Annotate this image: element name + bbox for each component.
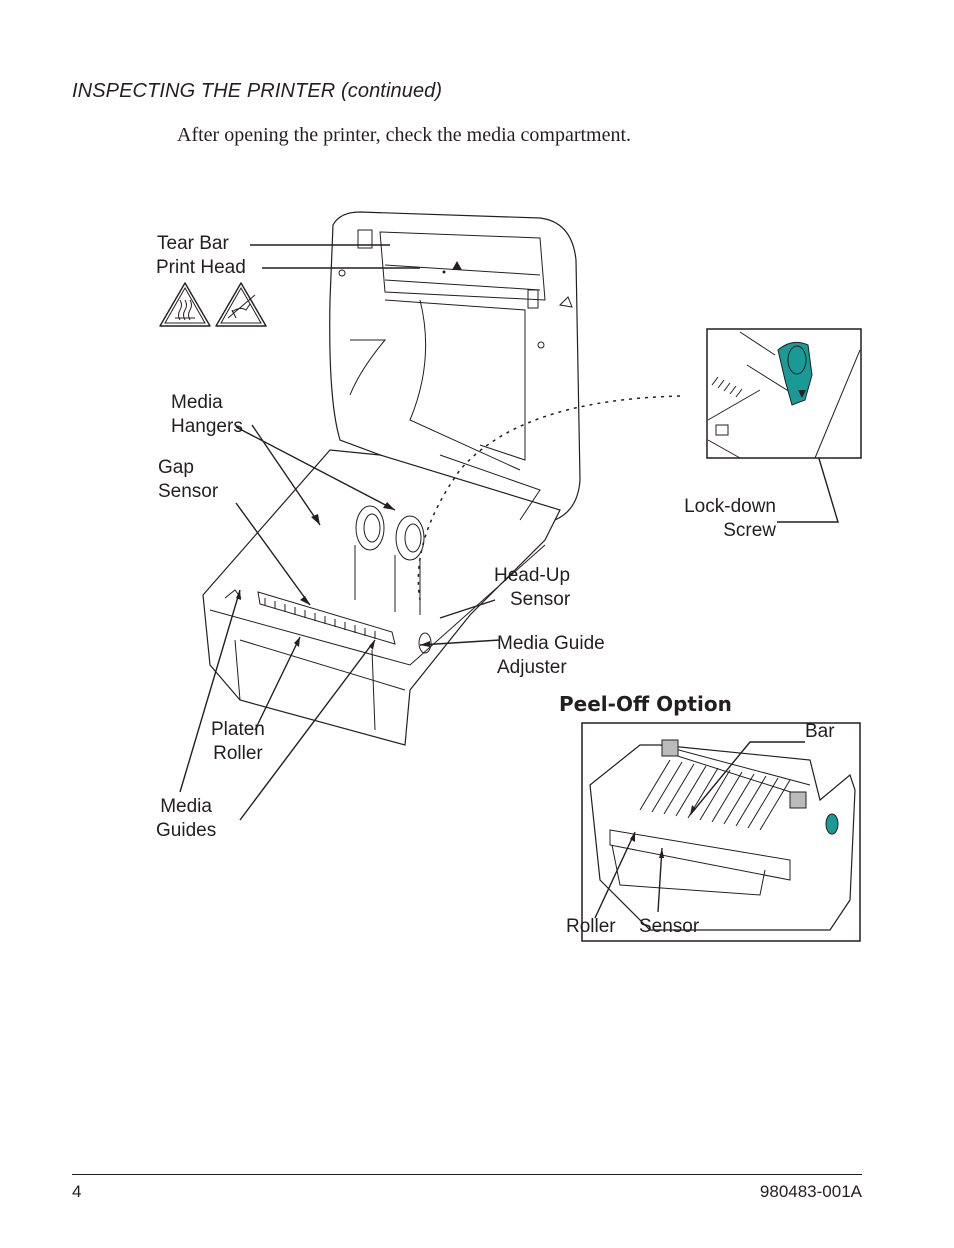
label-peel-roller: Roller (566, 916, 616, 937)
section-heading: INSPECTING THE PRINTER (continued) (72, 80, 443, 102)
hot-surface-warning-icon (159, 282, 211, 327)
peel-off-title: Peel-Off Option (559, 692, 732, 716)
lock-down-screw-inset (706, 328, 862, 459)
page-number: 4 (72, 1182, 82, 1201)
peel-off-inset (581, 722, 861, 942)
electrostatic-discharge-warning-icon (215, 282, 267, 327)
label-gap-sensor: Gap Sensor (158, 457, 219, 502)
label-tear-bar: Tear Bar (157, 233, 229, 254)
footer-divider (72, 1174, 862, 1175)
label-media-hangers: Media Hangers (171, 392, 243, 437)
intro-paragraph: After opening the printer, check the med… (177, 124, 632, 146)
leader-lines (179, 244, 839, 821)
label-peel-bar: Bar (805, 721, 835, 742)
label-media-guides: Media Guides (156, 796, 217, 841)
label-peel-sensor: Sensor (639, 916, 700, 937)
document-number: 980483-001A (759, 1182, 862, 1201)
label-head-up-sensor: Head-Up Sensor (494, 565, 571, 610)
label-lock-down-screw: Lock-down Screw (684, 496, 776, 541)
printer-base (202, 449, 561, 746)
label-platen-roller: Platen Roller (211, 719, 265, 764)
label-media-guide-adjuster: Media Guide Adjuster (497, 633, 605, 678)
printer-lid (329, 211, 581, 521)
label-print-head: Print Head (156, 257, 246, 278)
